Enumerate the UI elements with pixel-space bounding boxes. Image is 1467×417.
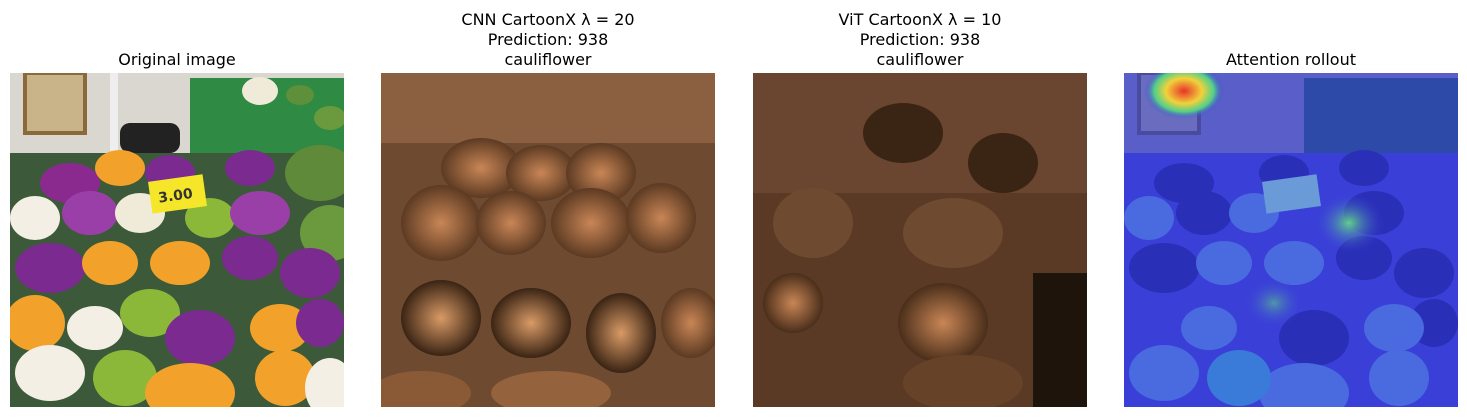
original-title: Original image: [0, 50, 384, 70]
cnn-title: CNN CartoonX λ = 20 Prediction: 938 caul…: [341, 10, 755, 70]
original-title-line-1: Original image: [118, 50, 236, 69]
cnn-panel: CNN CartoonX λ = 20 Prediction: 938 caul…: [381, 0, 715, 417]
vit-title-line-1: ViT CartoonX λ = 10: [838, 10, 1002, 29]
cnn-explanation-image: [381, 73, 715, 407]
cnn-explanation-svg: [381, 73, 715, 407]
cnn-title-line-2: Prediction: 938: [487, 30, 609, 49]
vit-title: ViT CartoonX λ = 10 Prediction: 938 caul…: [713, 10, 1127, 70]
original-image-svg: 3.00: [10, 73, 344, 407]
vit-panel: ViT CartoonX λ = 10 Prediction: 938 caul…: [753, 0, 1087, 417]
rollout-svg: [1124, 73, 1458, 407]
cnn-title-line-1: CNN CartoonX λ = 20: [461, 10, 635, 29]
rollout-image: [1124, 73, 1458, 407]
rollout-title: Attention rollout: [1084, 50, 1467, 70]
original-image: 3.00: [10, 73, 344, 407]
svg-text:3.00: 3.00: [157, 186, 194, 207]
vit-title-line-3: cauliflower: [876, 50, 964, 69]
vit-explanation-svg: [753, 73, 1087, 407]
rollout-panel: Attention rollout: [1124, 0, 1458, 417]
cnn-title-line-3: cauliflower: [504, 50, 592, 69]
original-panel: Original image: [10, 0, 344, 417]
vit-explanation-image: [753, 73, 1087, 407]
vit-title-line-2: Prediction: 938: [859, 30, 981, 49]
rollout-title-line-1: Attention rollout: [1225, 50, 1357, 69]
